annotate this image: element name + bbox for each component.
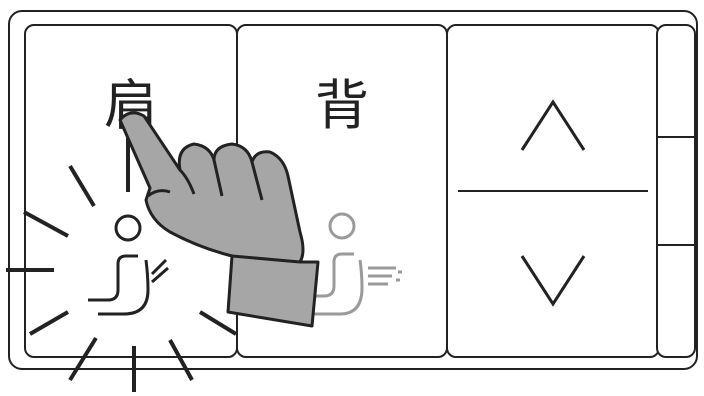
pointing-hand-icon bbox=[120, 113, 318, 326]
